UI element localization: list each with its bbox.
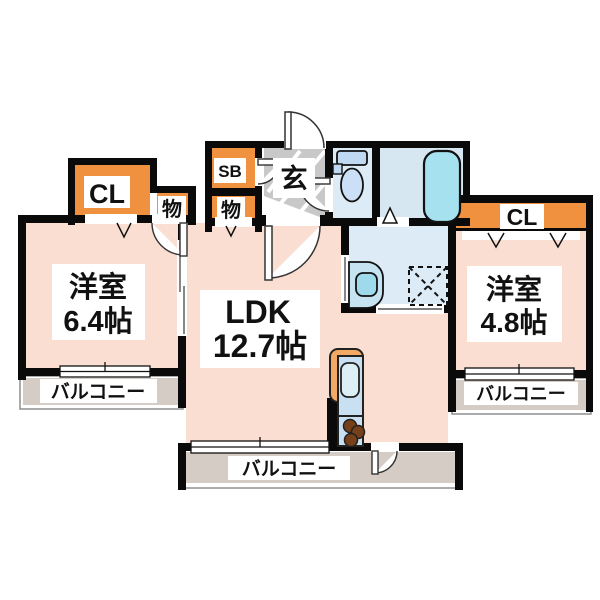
left-room-name: 洋室: [69, 270, 127, 304]
toilet-icon: [332, 150, 368, 203]
bathtub-icon: [422, 149, 462, 224]
ldk-size: 12.7帖: [213, 328, 307, 364]
ldk-name: LDK: [225, 294, 291, 330]
entrance-door-icon: [284, 111, 325, 150]
closet-left-fold-icon: [116, 222, 132, 239]
closet-left-label: CL: [89, 179, 125, 209]
washing-machine-icon: [408, 266, 448, 306]
washbasin-icon: [348, 261, 384, 309]
storage-door-icon: [151, 222, 188, 257]
fixtures: [329, 149, 462, 448]
storage-center-label: 物: [221, 198, 241, 222]
balcony-right-label: バルコニー: [476, 384, 566, 404]
text-labels: 洋室 6.4帖 LDK 12.7帖 洋室 4.8帖 CL CL SB 物 物 玄…: [51, 162, 566, 480]
shoe-box-label: SB: [218, 162, 242, 181]
label-boxes: [40, 158, 578, 480]
closet-right-label: CL: [507, 204, 538, 230]
closet-right-fold-icon: [549, 232, 567, 249]
bath-door-icon: [381, 206, 399, 224]
windows: [59, 362, 575, 454]
storage-center-fold-icon: [225, 225, 237, 238]
left-room-size: 6.4帖: [63, 305, 132, 338]
balcony-bottom-label: バルコニー: [242, 458, 337, 480]
stove-burners-icon: [342, 418, 366, 448]
entrance-label: 玄: [281, 163, 308, 194]
balcony-left-label: バルコニー: [51, 381, 146, 403]
storage-left-label: 物: [162, 197, 182, 221]
kitchen-sink-icon: [340, 362, 360, 398]
folding-door-marks: [116, 222, 567, 249]
kitchen-unit: [329, 348, 366, 448]
balcony-door-icon: [371, 450, 398, 475]
hall-ldk-door-icon: [264, 225, 321, 281]
right-room-size: 4.8帖: [481, 307, 548, 338]
right-room-name: 洋室: [486, 273, 542, 305]
closet-right-fold-icon: [487, 232, 505, 249]
